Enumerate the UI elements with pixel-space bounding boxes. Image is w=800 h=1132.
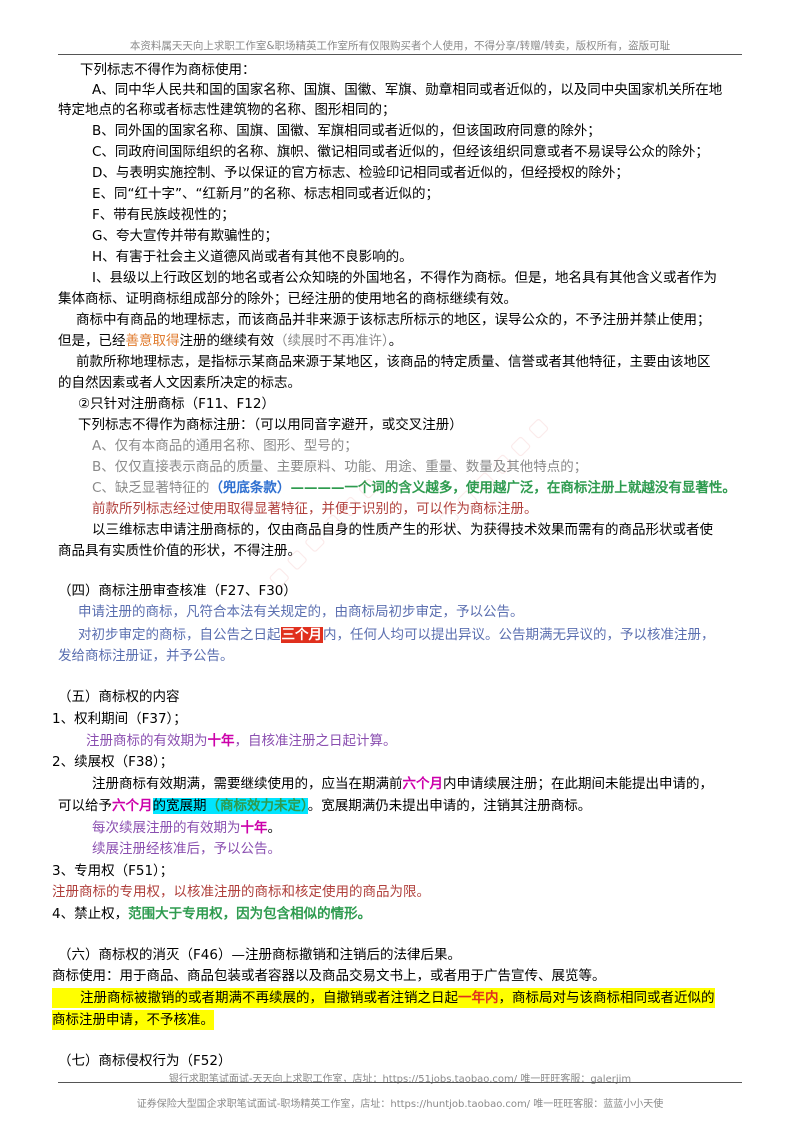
header-divider	[58, 54, 742, 55]
catch-all-clause: （兜底条款）	[209, 480, 291, 496]
section4-p2: 对初步审定的商标，自公告之日起三个月内，任何人均可以提出异议。公告期满无异议的，…	[78, 627, 715, 643]
section4-p1: 申请注册的商标，凡符合本法有关规定的，由商标局初步审定，予以公告。	[78, 604, 524, 620]
term-text: 注册商标的有效期为十年，自核准注册之日起计算。	[86, 733, 397, 749]
prohibit-b: B、同外国的国家名称、国旗、国徽、军旗相同或者近似的，但该国政府同意的除外；	[92, 123, 601, 139]
prohibit-c: C、同政府间国际组织的名称、旗帜、徽记相同或者近似的，但经该组织同意或者不易误导…	[92, 144, 709, 160]
exclusive-heading: 3、专用权（F51）；	[52, 863, 174, 879]
geo-def-line1: 前款所称地理标志，是指标示某商品来源于某地区，该商品的特定质量、信誉或者其他特征…	[76, 354, 711, 370]
page-header: 本资料属天天向上求职工作室&职场精英工作室所有仅限购买者个人使用，不得分享/转赠…	[129, 40, 671, 52]
section5-title: （五）商标权的内容	[58, 689, 180, 705]
extinction-p1: 注册商标被撤销的或者期满不再续展的，自撤销或者注销之日起一年内，商标局对与该商标…	[52, 988, 715, 1008]
renewal-approval: 续展注册经核准后，予以公告。	[92, 841, 281, 857]
extinction-p2: 商标注册申请，不予核准。	[52, 1010, 214, 1030]
prohibit-g: G、夸大宣传并带有欺骗性的；	[92, 228, 278, 244]
prohibit-h: H、有害于社会主义道德风尚或者有其他不良影响的。	[92, 249, 413, 265]
three-months-highlight: 三个月	[280, 627, 323, 643]
register-title: ②只针对注册商标（F11、F12）	[78, 396, 275, 412]
footer-divider	[58, 1082, 742, 1083]
section6-title: （六）商标权的消灭（F46）—注册商标撤销和注销后的法律后果。	[58, 947, 461, 963]
footer-line2: 证券保险大型国企求职笔试面试-职场精英工作室，店址：https://huntjo…	[136, 1099, 664, 1110]
footer-line1: 银行求职笔试面试-天天向上求职工作室，店址：https://51jobs.tao…	[168, 1074, 632, 1085]
prohibit-i-line2: 集体商标、证明商标组成部分的除外；已经注册的使用地名的商标继续有效。	[58, 291, 517, 307]
shape-rule-line1: 以三维标志申请注册商标的，仅由商品自身的性质产生的形状、为获得技术效果而需有的商…	[92, 522, 713, 538]
renewal-term: 每次续展注册的有效期为十年。	[92, 820, 281, 836]
prohibit-a-line2: 特定地点的名称或者标志性建筑物的名称、图形相同的；	[58, 102, 396, 118]
register-intro: 下列标志不得作为商标注册：（可以用同音字避开，或交叉注册）	[78, 417, 463, 433]
section4-p3: 发给商标注册证，并予公告。	[58, 648, 234, 664]
geo-rule-line2: 但是，已经善意取得注册的继续有效（续展时不再准许）。	[58, 333, 403, 349]
register-b: B、仅仅直接表示商品的质量、主要原料、功能、用途、重量、数量及其他特点的；	[92, 459, 588, 475]
geo-def-line2: 的自然因素或者人文因素所决定的标志。	[58, 375, 301, 391]
renewal-heading: 2、续展权（F38）；	[52, 754, 174, 770]
geo-rule-line1: 商标中有商品的地理标志，而该商品并非来源于该标志所标示的地区，误导公众的，不予注…	[76, 312, 711, 328]
prohibit-a-line1: A、同中华人民共和国的国家名称、国旗、国徽、军旗、勋章相同或者近似的，以及同中央…	[92, 82, 723, 98]
register-c: C、缺乏显著特征的（兜底条款）————一个词的含义越多，使用越广泛，在商标注册上…	[92, 480, 736, 496]
prohibit-intro: 下列标志不得作为商标使用：	[80, 62, 256, 78]
renewal-text-line2: 可以给予六个月的宽展期（商标效力未定）。宽展期满仍未提出申请的，注销其注册商标。	[58, 798, 592, 814]
prohibit-i-line1: I、县级以上行政区划的地名或者公众知晓的外国地名，不得作为商标。但是，地名具有其…	[92, 270, 717, 286]
prohibition-right: 4、禁止权，范围大于专用权，因为包含相似的情形。	[52, 906, 372, 922]
term-heading: 1、权利期间（F37）；	[52, 711, 187, 727]
section7-title: （七）商标侵权行为（F52）	[58, 1053, 232, 1069]
renewal-text-line1: 注册商标有效期满，需要继续使用的，应当在期满前六个月内申请续展注册；在此期间未能…	[92, 776, 713, 792]
renewal-note: （续展时不再准许）	[274, 333, 389, 349]
grace-period-highlight: 的宽展期（商标效力未定）	[152, 798, 308, 814]
prohibit-e: E、同“红十字”、“红新月”的名称、标志相同或者近似的；	[92, 186, 440, 202]
register-c-note: 前款所列标志经过使用取得显著特征，并便于识别的，可以作为商标注册。	[92, 501, 538, 517]
prohibit-f: F、带有民族歧视性的；	[92, 207, 235, 223]
shape-rule-line2: 商品具有实质性价值的形状，不得注册。	[58, 543, 301, 559]
exclusive-text: 注册商标的专用权，以核准注册的商标和核定使用的商品为限。	[52, 884, 430, 900]
register-a: A、仅有本商品的通用名称、图形、型号的；	[92, 438, 358, 454]
good-faith-text: 善意取得	[125, 333, 180, 349]
trademark-use: 商标使用：用于商品、商品包装或者容器以及商品交易文书上，或者用于广告宣传、展览等…	[52, 968, 606, 984]
section4-title: （四）商标注册审查核准（F27、F30）	[58, 583, 297, 599]
prohibit-d: D、与表明实施控制、予以保证的官方标志、检验印记相同或者近似的，但经授权的除外；	[92, 165, 629, 181]
